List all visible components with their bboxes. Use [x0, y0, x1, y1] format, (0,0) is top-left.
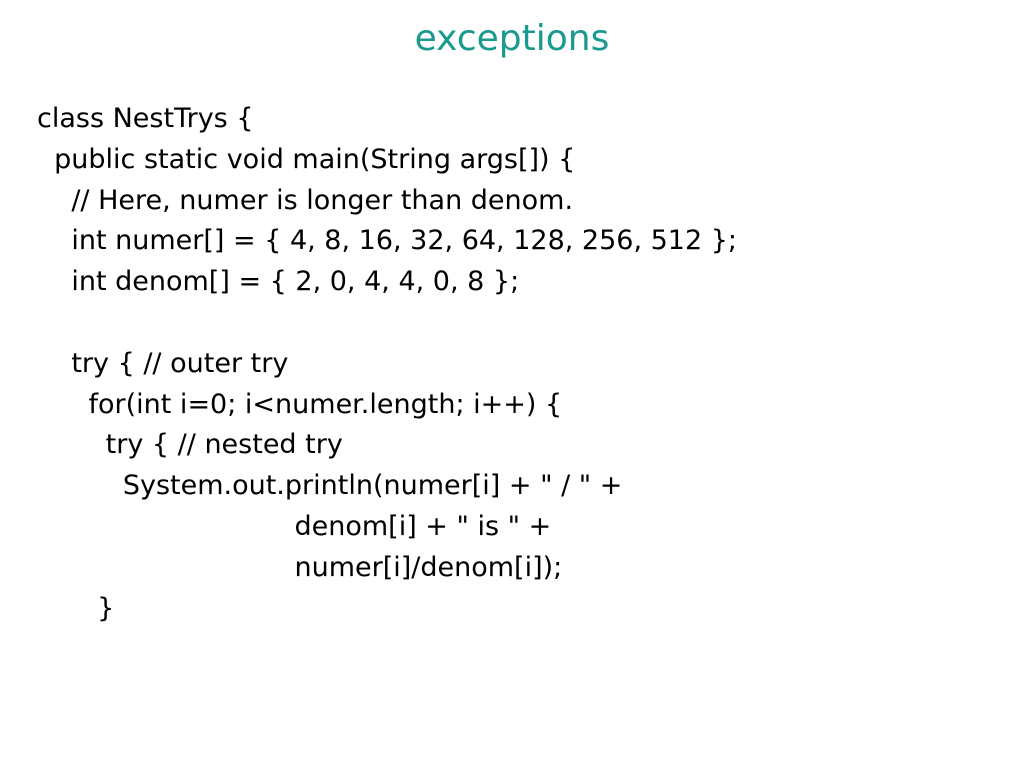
code-line: int denom[] = { 2, 0, 4, 4, 0, 8 };: [37, 266, 520, 298]
code-line: try { // outer try: [37, 347, 289, 379]
code-line: System.out.println(numer[i] + " / " +: [37, 470, 623, 502]
code-line: numer[i]/denom[i]);: [37, 551, 563, 583]
slide-title: exceptions: [414, 18, 610, 59]
code-line: try { // nested try: [37, 429, 343, 461]
code-line: for(int i=0; i<numer.length; i++) {: [37, 388, 563, 420]
code-line: denom[i] + " is " +: [37, 510, 552, 542]
code-block: class NestTrys { public static void main…: [37, 99, 997, 629]
code-line: [37, 303, 997, 344]
code-line: public static void main(String args[]) {: [37, 143, 576, 175]
code-line: class NestTrys {: [37, 103, 254, 134]
code-line: int numer[] = { 4, 8, 16, 32, 64, 128, 2…: [37, 225, 738, 257]
code-line: // Here, numer is longer than denom.: [37, 184, 574, 216]
code-line: }: [37, 592, 115, 624]
